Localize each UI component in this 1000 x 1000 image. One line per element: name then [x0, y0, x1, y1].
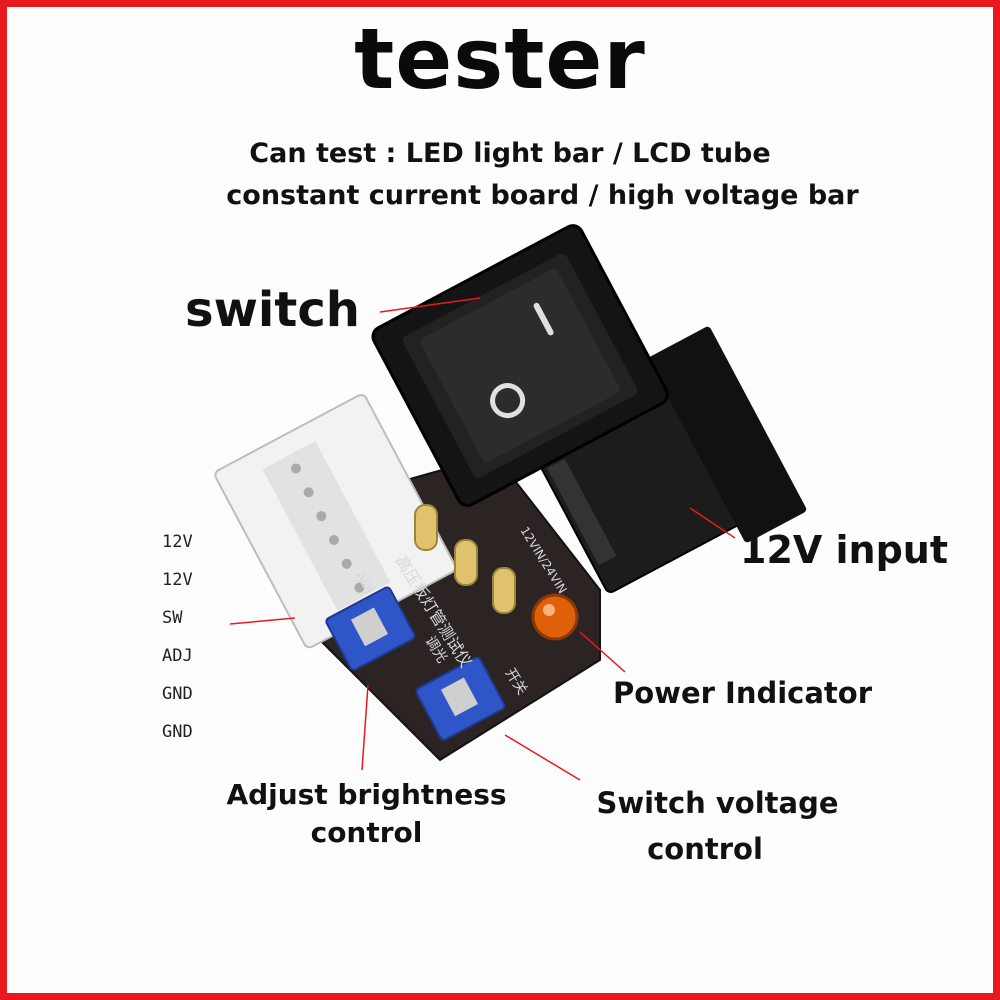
adjust-leader-line — [361, 684, 369, 771]
pin-label-sw: SW — [162, 608, 183, 628]
pin-label-gnd-1: GND — [162, 684, 193, 704]
pin-label-12v-2: 12V — [162, 570, 193, 590]
subtitle-line-1: Can test : LED light bar / LCD tube — [249, 138, 771, 169]
power-led — [531, 593, 579, 641]
capacitors — [414, 504, 516, 614]
pin-label-12v-1: 12V — [162, 532, 193, 552]
power-indicator-label: Power Indicator — [613, 676, 873, 710]
switch-label: switch — [185, 282, 360, 338]
input-leader-line — [689, 507, 736, 539]
switch-voltage-label-line-2: control — [647, 832, 763, 866]
adjust-brightness-label-line-2: control — [310, 816, 423, 849]
pin-label-adj: ADJ — [162, 646, 193, 666]
page-title: tester — [354, 10, 646, 108]
pin-label-gnd-2: GND — [162, 722, 193, 742]
subtitle-line-2: constant current board / high voltage ba… — [226, 180, 859, 211]
switch-leader-line — [379, 297, 481, 313]
adjust-brightness-potentiometer — [325, 586, 416, 671]
pin-leader-line — [229, 617, 296, 625]
switch-voltage-potentiometer — [415, 656, 506, 741]
adjust-brightness-label-line-1: Adjust brightness — [226, 778, 507, 811]
switch-voltage-label-line-1: Switch voltage — [596, 786, 839, 820]
power-indicator-leader-line — [579, 631, 626, 673]
switch-voltage-leader-line — [504, 734, 581, 781]
power-led-highlight — [543, 604, 555, 616]
input-label: 12V input — [740, 528, 949, 572]
rocker-switch — [371, 224, 669, 508]
white-connector — [214, 394, 457, 649]
